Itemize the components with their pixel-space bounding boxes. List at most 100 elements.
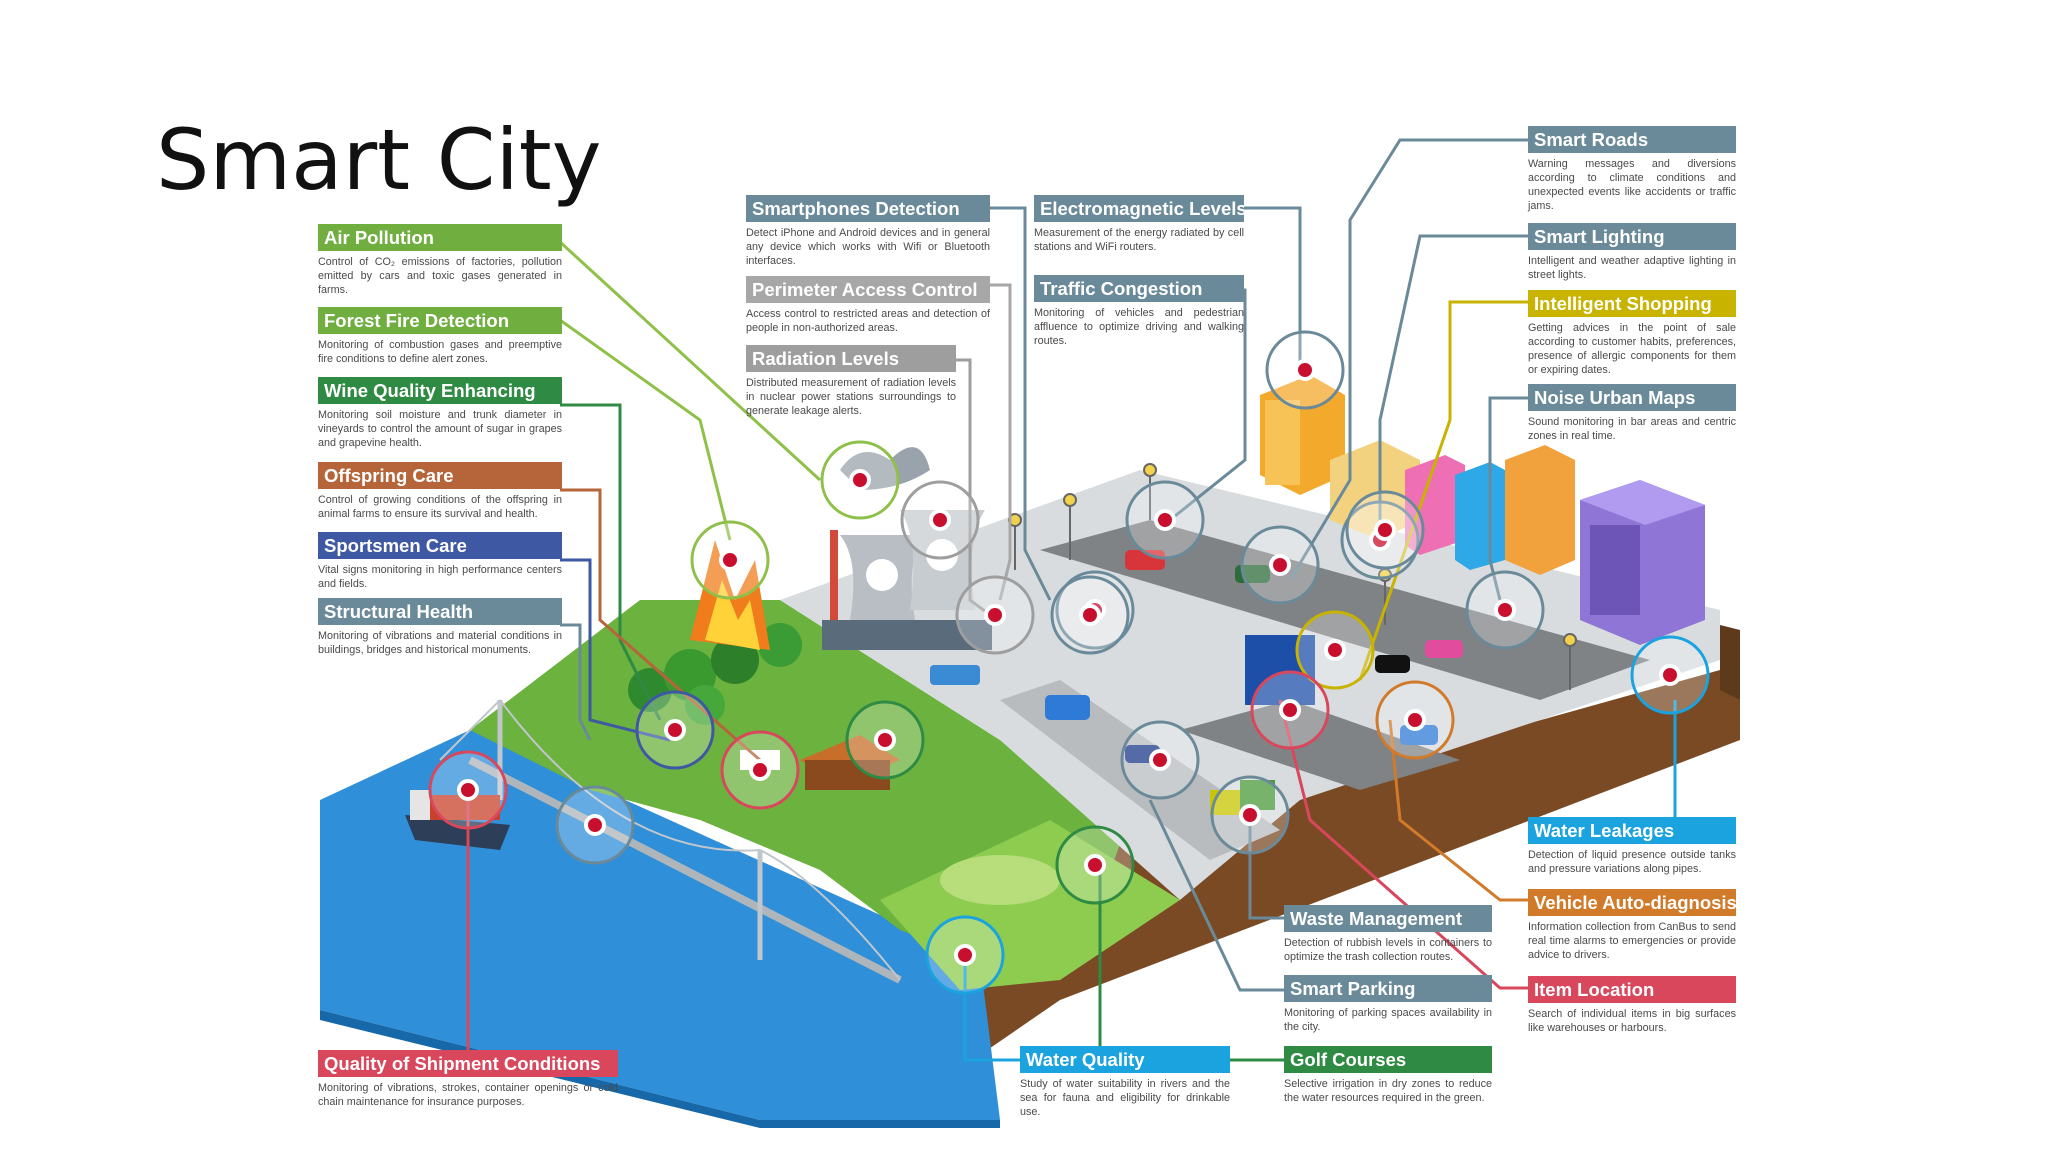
sensor-icon (457, 779, 479, 801)
callout-title: Forest Fire Detection (318, 307, 562, 334)
callout-description: Monitoring of vibrations, strokes, conta… (318, 1082, 618, 1108)
sensor-icon (1269, 554, 1291, 576)
sensor-icon (954, 944, 976, 966)
sensor-icon (984, 604, 1006, 626)
bridge (439, 699, 902, 984)
sensor-icon (1404, 709, 1426, 731)
callout-title: Item Location (1528, 976, 1736, 1003)
sensor-icon (1294, 359, 1316, 381)
callout-description: Sound monitoring in bar areas and centri… (1528, 416, 1736, 442)
callout-title: Traffic Congestion (1034, 275, 1244, 302)
callout-description: Monitoring of parking spaces availabilit… (1284, 1007, 1492, 1033)
connector-lines (466, 138, 1677, 1062)
callout-title: Air Pollution (318, 224, 562, 251)
callout-description: Control of CO₂ emissions of factories, p… (318, 256, 562, 296)
callout-description: Monitoring of combustion gases and preem… (318, 339, 562, 365)
callout-description: Selective irrigation in dry zones to red… (1284, 1078, 1492, 1104)
callout-title: Smartphones Detection (746, 195, 990, 222)
callout-description: Intelligent and weather adaptive lightin… (1528, 255, 1736, 281)
sensor-icon (1324, 639, 1346, 661)
callout-title: Perimeter Access Control (746, 276, 990, 303)
callout-title: Water Quality (1020, 1046, 1230, 1073)
sensor-icon (1154, 509, 1176, 531)
callout-title: Radiation Levels (746, 345, 956, 372)
nuclear-plant (822, 447, 992, 650)
callout-title: Smart Parking (1284, 975, 1492, 1002)
callout-description: Access control to restricted areas and d… (746, 308, 990, 334)
sensor-icon (1084, 854, 1106, 876)
callout-description: Control of growing conditions of the off… (318, 494, 562, 520)
sensor-icon (749, 759, 771, 781)
callout-description: Distributed measurement of radiation lev… (746, 377, 956, 417)
sensor-icon (1279, 699, 1301, 721)
callout-title: Water Leakages (1528, 817, 1736, 844)
callout-description: Getting advices in the point of sale acc… (1528, 322, 1736, 376)
callout-description: Detect iPhone and Android devices and in… (746, 227, 990, 267)
callout-description: Study of water suitability in rivers and… (1020, 1078, 1230, 1118)
callout-description: Monitoring of vibrations and material co… (318, 630, 562, 656)
sensor-icon (929, 509, 951, 531)
sensor-icon (1239, 804, 1261, 826)
callout-description: Detection of rubbish levels in container… (1284, 937, 1492, 963)
callout-description: Monitoring soil moisture and trunk diame… (318, 409, 562, 449)
sensor-icon (1149, 749, 1171, 771)
callout-description: Search of individual items in big surfac… (1528, 1008, 1736, 1034)
vehicles (930, 550, 1463, 815)
sensor-icon (584, 814, 606, 836)
callout-title: Noise Urban Maps (1528, 384, 1736, 411)
sensor-icon (849, 469, 871, 491)
callout-title: Wine Quality Enhancing (318, 377, 562, 404)
callout-title: Vehicle Auto-diagnosis (1528, 889, 1736, 916)
callout-description: Vital signs monitoring in high performan… (318, 564, 562, 590)
road-main (1040, 520, 1650, 700)
callout-title: Smart Roads (1528, 126, 1736, 153)
slide-title: Smart City (156, 111, 602, 209)
sensor-icon (874, 729, 896, 751)
callout-description: Information collection from CanBus to se… (1528, 921, 1736, 961)
sensor-icon (1374, 519, 1396, 541)
sensor-icon (719, 549, 741, 571)
callout-title: Electromagnetic Levels (1034, 195, 1244, 222)
sensor-icon (1079, 604, 1101, 626)
sensor-icon (664, 719, 686, 741)
callout-title: Intelligent Shopping (1528, 290, 1736, 317)
sensor-icon (1494, 599, 1516, 621)
callout-title: Waste Management (1284, 905, 1492, 932)
callout-title: Sportsmen Care (318, 532, 562, 559)
callout-description: Monitoring of vehicles and pedestrian af… (1034, 307, 1244, 347)
sensor-icon (1659, 664, 1681, 686)
callout-title: Structural Health (318, 598, 562, 625)
callout-title: Golf Courses (1284, 1046, 1492, 1073)
callout-description: Detection of liquid presence outside tan… (1528, 849, 1736, 875)
sensor-rings (428, 330, 1710, 995)
callout-title: Quality of Shipment Conditions (318, 1050, 618, 1077)
callout-description: Warning messages and diversions accordin… (1528, 158, 1736, 212)
callout-title: Offspring Care (318, 462, 562, 489)
callout-description: Measurement of the energy radiated by ce… (1034, 227, 1244, 253)
callout-title: Smart Lighting (1528, 223, 1736, 250)
